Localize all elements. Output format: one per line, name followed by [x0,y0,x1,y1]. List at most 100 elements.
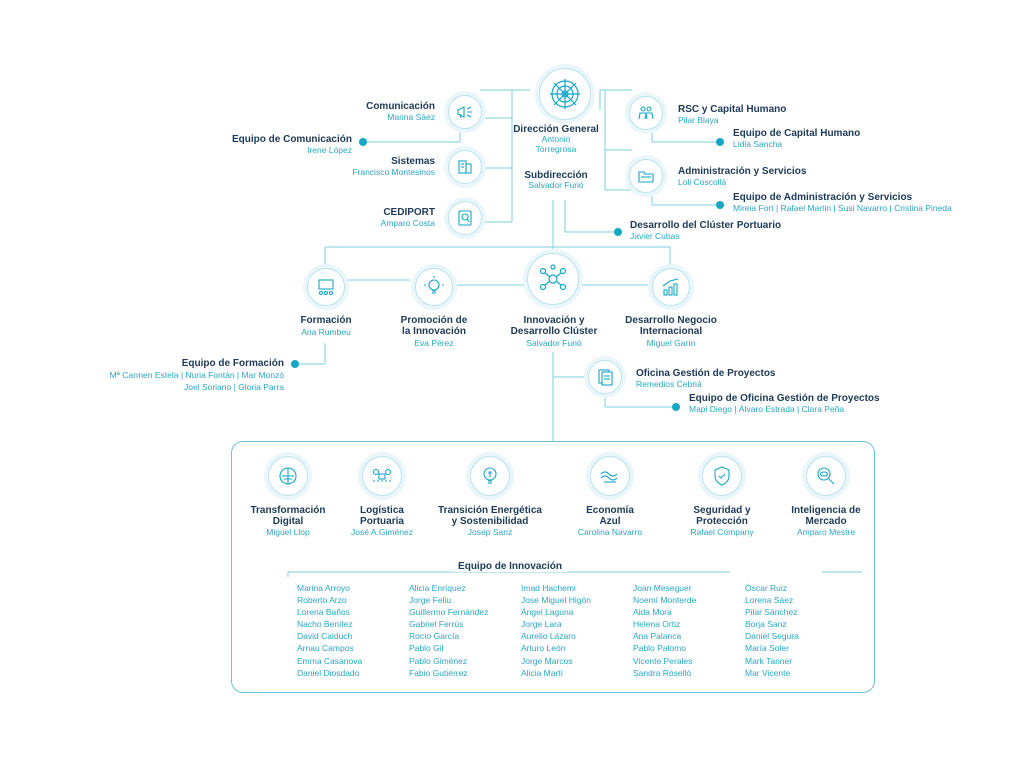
team-member: Vicente Perales [633,655,693,666]
wave-icon [590,456,630,496]
oficina-name: Remedios Cebriá [636,379,702,389]
magnifier-eye-icon [806,456,846,496]
area-title-line: Economía [586,505,634,516]
energy-bulb-icon [470,456,510,496]
rsc-name: Pilar Blaya [678,115,719,125]
team-member: David Calduch [297,631,353,642]
negocio-title-2: Internacional [639,326,703,337]
team-member: Ana Palanca [633,631,682,642]
team-member: Daniel Segura [745,631,799,642]
team-member: Helena Ortiz [633,619,681,630]
negocio-title-1: Desarrollo Negocio [625,315,717,326]
team-member: Jorge Marcos [521,655,573,666]
team-member: Arnau Campos [297,643,354,654]
team-member: Ángel Laguna [521,607,574,618]
equipo-formacion-names-1: Mª Carmen Estela | Nuria Fontán | Mar Mo… [109,370,284,380]
team-member: Jorge Feliu [409,595,452,606]
administracion-title: Administración y Servicios [678,166,807,177]
lightbulb-icon [415,268,453,306]
team-member: Marina Arroyo [297,583,350,593]
people-icon [629,96,663,130]
area-title-line: Protección [696,516,748,527]
equipo-oficina-name: Mapi Diego | Álvaro Estrada | Clara Peña [689,404,845,414]
area-title-line: Seguridad y [693,505,751,516]
team-member: Pilar Sánchez [745,607,798,618]
server-icon [448,150,482,184]
folder-icon [629,159,663,193]
promocion-title-1: Promoción de [400,315,468,326]
equipo-administracion-dot [716,201,724,209]
shield-icon [702,456,742,496]
formacion-title: Formación [300,315,352,326]
area-title-line: Portuaria [360,516,404,527]
team-member: Daniel Diosdado [297,667,360,678]
team-member: Nacho Benítez [297,619,353,630]
area-title-line: Digital [272,516,304,527]
equipo-innovacion-title: Equipo de Innovación [452,561,568,572]
team-member: Lorena Baños [297,607,350,618]
direccion-icon [539,68,591,120]
equipo-oficina-dot [672,403,680,411]
megaphone-icon [448,95,482,129]
team-member: Pablo Palomo [633,643,686,654]
growth-chart-icon [652,268,690,306]
area-title-line: Mercado [805,516,847,527]
network-icon [527,253,579,305]
digital-icon [268,456,308,496]
area-title-line: y Sostenibilidad [451,516,529,527]
team-member: Mark Tanner [745,655,793,666]
cediport-name: Amparo Costa [380,218,435,228]
team-member: María Soler [745,643,789,654]
team-member: Imad Hachemi [521,583,576,593]
equipo-administracion-name: Mireia Fort | Rafael Martin | Susi Navar… [733,203,952,213]
equipo-comunicacion-title: Equipo de Comunicación [231,134,352,145]
rsc-title: RSC y Capital Humano [678,104,787,115]
team-member: Guillermo Fernández [409,607,489,618]
logistics-icon [362,456,402,496]
team-member: Noemí Monterde [633,595,697,606]
area-name: Rafael Company [690,527,754,537]
area-title-line: Inteligencia de [791,505,861,516]
comunicacion-name: Marina Sáez [387,112,435,122]
desarrollo-cluster-title: Desarrollo del Clúster Portuario [630,220,782,231]
formacion-name: Ana Rumbeu [301,327,351,337]
desarrollo-cluster-dot [614,228,622,236]
area-name: Josep Sanz [467,527,513,537]
equipo-administracion-title: Equipo de Administración y Servicios [733,192,913,203]
team-member: Pablo Gil [409,643,444,654]
innovation-areas-box [231,441,875,693]
comunicacion-title: Comunicación [366,101,435,112]
area-title-line: Transición Energética [438,505,542,516]
area-name: José A.Giménez [351,527,413,537]
equipo-comunicacion-name: Irene López [307,145,352,155]
area-title-line: Logística [360,505,404,516]
equipo-capital-dot [716,138,724,146]
team-member: Arturo León [521,643,566,654]
team-member: Lorena Sáez [745,595,794,606]
innovacion-title-2: Desarrollo Clúster [510,326,598,337]
formacion-icon [307,268,345,306]
team-member: Jose Miguel Higón [521,595,591,606]
team-member: Fabio Gutiérrez [409,667,468,678]
innovacion-title-1: Innovación y [523,315,585,326]
equipo-oficina-title: Equipo de Oficina Gestión de Proyectos [689,393,880,404]
sistemas-title: Sistemas [391,156,435,167]
team-member: Sandra Roselló [633,667,692,678]
team-member: Jorge Lara [521,619,562,630]
subdireccion-title: Subdirección [524,170,588,181]
team-member: Aida Mora [633,607,672,618]
negocio-name: Miguel Garín [646,338,696,348]
equipo-capital-title: Equipo de Capital Humano [733,128,861,139]
team-member: Alicia Martí [521,667,564,678]
oficina-title: Oficina Gestión de Proyectos [636,368,776,379]
team-member: Borja Sanz [745,619,787,630]
area-name: Carolina Navarro [577,527,643,537]
team-member: Pablo Giménez [409,655,468,666]
team-member: Alicia Enríquez [409,583,466,593]
cediport-title: CEDIPORT [383,207,435,218]
